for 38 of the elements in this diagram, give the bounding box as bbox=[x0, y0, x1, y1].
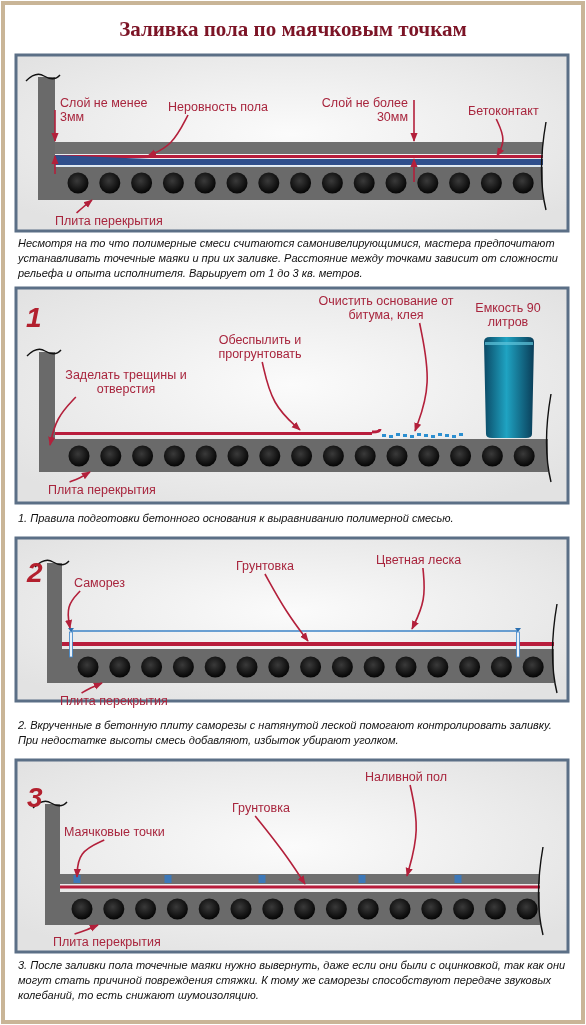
dimension-label: Слой не менее 3мм bbox=[60, 96, 149, 124]
leader-line bbox=[264, 573, 309, 642]
leader-line bbox=[495, 118, 505, 157]
leader-line bbox=[254, 815, 306, 885]
leader-line bbox=[80, 682, 103, 694]
leader-line bbox=[411, 567, 425, 630]
leader-line bbox=[414, 322, 428, 432]
dimension-label: Слой не более 30мм bbox=[320, 96, 408, 124]
leader-line bbox=[147, 114, 189, 157]
floor-section-drawing bbox=[25, 73, 547, 211]
caption: 2. Вкрученные в бетонную плиту саморезы с натянутой леской помогают контролировать заливку. При недостатке высоты смесь добавляют, избыток убирают уголком. bbox=[18, 718, 553, 748]
callout-label: Плита перекрытия bbox=[53, 935, 161, 949]
leader-line bbox=[75, 199, 93, 214]
callout-label: Бетоконтакт bbox=[468, 104, 539, 118]
callout-label: Плита перекрытия bbox=[55, 214, 163, 228]
callout-label: Очистить основание от битума, клея bbox=[316, 294, 456, 322]
step-number: 2 bbox=[27, 558, 43, 588]
leader-line bbox=[65, 590, 81, 629]
step-number: 3 bbox=[27, 783, 43, 813]
barrel-label: Емкость 90 литров bbox=[474, 301, 542, 329]
title: Заливка пола по маячковым точкам bbox=[119, 17, 467, 41]
callout-label: Обеспылить и прогрунтовать bbox=[205, 333, 315, 361]
leader-line bbox=[68, 471, 91, 483]
caption: Несмотря на то что полимерные смеси считаются самонивелирующимися, мастера предпочитают устанавливать точечные маяки и при их заливке. Расстояние между точками зависит от сложности рельефа и опыта исполнителя. Варьирует от 1 до 3 кв. метров. bbox=[18, 236, 559, 281]
callout-label: Маячковые точки bbox=[64, 825, 165, 839]
step-number: 1 bbox=[26, 303, 42, 333]
caption: 1. Правила подготовки бетонного основания к выравниванию полимерной смесью. bbox=[18, 511, 455, 526]
callout-label: Плита перекрытия bbox=[60, 694, 168, 708]
callout-label: Плита перекрытия bbox=[48, 483, 156, 497]
leader-line bbox=[73, 839, 106, 878]
callout-label: Заделать трещины и отверстия bbox=[60, 368, 192, 396]
caption: 3. После заливки пола точечные маяки нужно вывернуть, даже если они были с оцинковкой, так как они могут стать причиной повреждения стяжки. К тому же саморезы способствуют передаче звуковых колебаний, то есть снижают шумоизоляцию. bbox=[18, 958, 567, 1003]
callout-label: Наливной пол bbox=[365, 770, 447, 784]
callout-label: Цветная леска bbox=[376, 553, 462, 567]
leader-line bbox=[48, 396, 77, 446]
leader-line bbox=[405, 784, 418, 877]
leader-line bbox=[261, 361, 301, 431]
leader-line bbox=[73, 924, 99, 935]
